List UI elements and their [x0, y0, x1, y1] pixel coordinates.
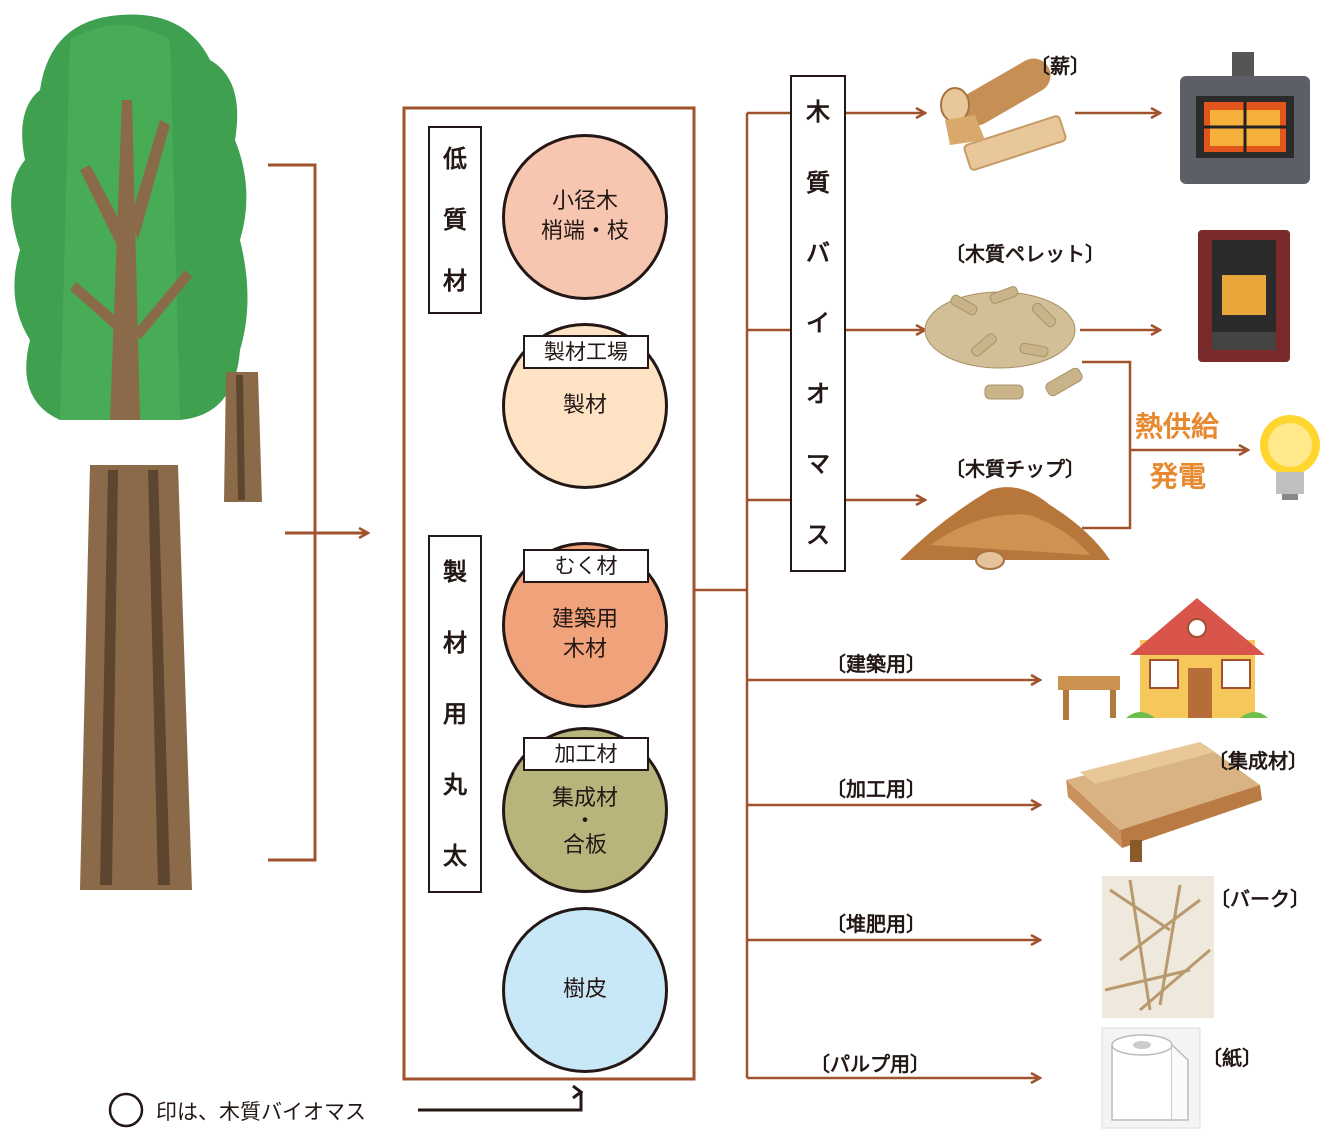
bark-text: 樹皮	[562, 977, 607, 1003]
sawmill-tag: 製材工場	[523, 335, 649, 369]
pellet-stove-illustration	[1198, 230, 1290, 362]
sawlog-char: 丸	[443, 769, 467, 799]
biomass-char: オ	[806, 378, 830, 408]
bark-circle: 樹皮	[502, 907, 668, 1073]
biomass-char: マ	[806, 449, 830, 479]
biomass-char: 質	[806, 167, 830, 197]
processed-wood-tag: 加工材	[523, 737, 649, 771]
lumber-text: 製材	[562, 393, 607, 419]
legend-arrow	[418, 1092, 581, 1112]
small-wood-circle: 小径木 梢端・枝	[502, 134, 668, 300]
low-quality-char: 質	[443, 204, 467, 234]
biomass-char: イ	[806, 308, 830, 338]
heat-supply-label: 熱供給	[1135, 410, 1220, 443]
biomass-char: ス	[806, 519, 830, 549]
low-quality-char: 材	[443, 266, 467, 296]
sawlog-char: 材	[443, 628, 467, 658]
biomass-char: バ	[806, 238, 830, 268]
pellet-label: 〔木質ペレット〕	[945, 242, 1105, 266]
power-generation-label: 発電	[1150, 460, 1207, 493]
solid-wood-tag: むく材	[523, 549, 649, 583]
chip-label: 〔木質チップ〕	[945, 457, 1085, 481]
paper-label: 〔紙〕	[1202, 1046, 1262, 1070]
firewood-label: 〔薪〕	[1030, 54, 1090, 78]
biomass-char: 木	[806, 97, 830, 127]
legend-text: 印は、木質バイオマス	[156, 1100, 366, 1124]
processing-label: 〔加工用〕	[826, 777, 926, 801]
pellet-illustration	[924, 286, 1083, 400]
firewood-illustration	[940, 58, 1067, 171]
pulp-label: 〔パルプ用〕	[810, 1052, 930, 1076]
construction-label: 〔建築用〕	[826, 652, 926, 676]
table-illustration	[1058, 676, 1120, 720]
sawlog-char: 用	[443, 698, 467, 728]
wood-stove-illustration	[1180, 52, 1310, 184]
compost-label: 〔堆肥用〕	[826, 912, 926, 936]
sawlog-char: 太	[443, 840, 467, 870]
laminated-label: 〔集成材〕	[1208, 749, 1308, 773]
solid-line1: 建築用	[551, 607, 618, 633]
legend-circle-icon	[108, 1092, 144, 1128]
paper-roll-illustration	[1101, 1027, 1201, 1129]
laminated-lumber-illustration	[1066, 742, 1262, 862]
wood-products-box	[402, 106, 696, 1081]
small-wood-line1: 小径木	[551, 189, 618, 215]
house-illustration	[1126, 598, 1268, 718]
low-quality-label: 低 質 材	[428, 126, 482, 314]
solid-line2: 木材	[562, 637, 607, 662]
bark-illustration	[1102, 876, 1214, 1018]
sawlog-char: 製	[443, 557, 467, 587]
low-quality-char: 低	[443, 143, 467, 173]
bark-output-label: 〔バーク〕	[1210, 887, 1310, 911]
tree-bracket	[268, 163, 317, 862]
processed-line2: 合板	[562, 832, 607, 858]
woody-biomass-label: 木 質 バ イ オ マ ス	[790, 75, 846, 572]
wood-chip-illustration	[900, 487, 1110, 570]
heat-bracket	[1082, 360, 1132, 530]
tree-illustration	[11, 14, 262, 890]
sawlog-label: 製 材 用 丸 太	[428, 535, 482, 893]
processed-dot: ・	[573, 809, 596, 835]
light-bulb-illustration	[1260, 415, 1320, 500]
processed-line1: 集成材	[551, 785, 618, 811]
small-wood-line2: 梢端・枝	[540, 219, 629, 244]
